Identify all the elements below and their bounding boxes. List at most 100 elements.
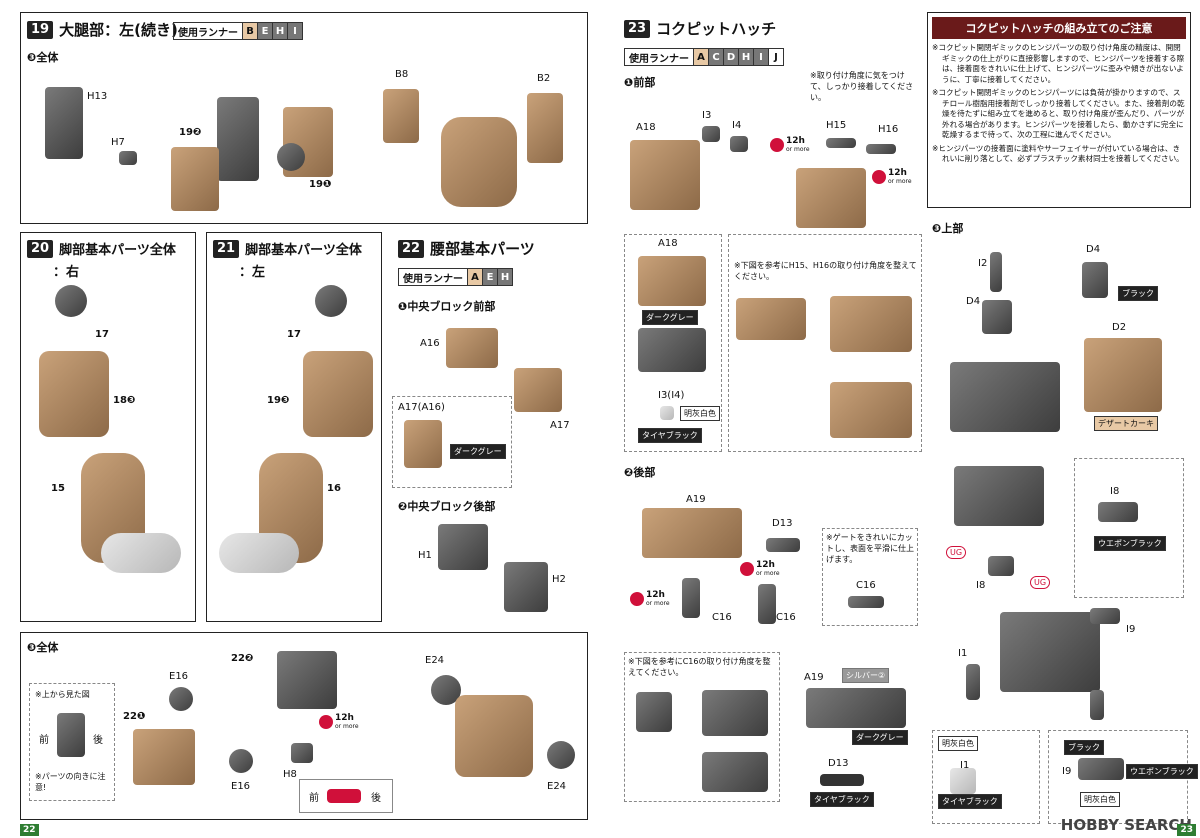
runner-box: 使用ランナー A C D H I J xyxy=(624,48,784,66)
label-back2: 後 xyxy=(371,793,381,804)
label-17: 17 xyxy=(287,329,301,340)
sub-heading: ❸全体 xyxy=(27,51,59,64)
part-thigh-assembled xyxy=(441,117,517,207)
label-d2: D2 xyxy=(1112,322,1127,333)
clock-icon xyxy=(770,137,784,152)
label-15: 15 xyxy=(51,483,65,494)
label-17: 17 xyxy=(95,329,109,340)
label-i2: I2 xyxy=(978,258,988,269)
step-title: 腰部基本パーツ xyxy=(430,240,535,258)
sub-heading: ❸上部 xyxy=(932,222,964,235)
color-tag-silver: シルバー② xyxy=(842,668,890,683)
label-h7: H7 xyxy=(111,137,125,148)
runner-chip: A xyxy=(693,49,708,65)
caution-item: ヒンジパーツの接着面に塗料やサーフェイサーが付いている場合は、きれいに削り落とし… xyxy=(938,144,1186,165)
step-number: 23 xyxy=(624,19,651,38)
timer-text: 12h xyxy=(888,168,907,178)
part-top-view xyxy=(57,713,85,757)
label-i1: I1 xyxy=(958,648,968,659)
label-i9: I9 xyxy=(1126,624,1136,635)
step-number: 20 xyxy=(27,239,54,258)
runner-label: 使用ランナー xyxy=(178,27,238,39)
part-c16-right xyxy=(758,584,776,624)
part-top-assembly xyxy=(954,466,1044,526)
timer-sub: or more xyxy=(335,723,359,730)
part-22-1 xyxy=(133,729,195,785)
sub-heading: ❸全体 xyxy=(27,641,59,654)
step-title: 脚部基本パーツ全体 xyxy=(245,243,362,258)
color-tag-weapon-black: ウエポンブラック xyxy=(1126,764,1198,779)
step-title: 大腿部：左(続き) xyxy=(59,21,178,39)
part-h13 xyxy=(45,87,83,159)
label-a17-a16: A17(A16) xyxy=(398,402,445,413)
label-e16: E16 xyxy=(169,671,189,682)
part-c16-ref-side xyxy=(636,692,672,732)
part-d2-detail xyxy=(1084,338,1162,412)
runner-chip: E xyxy=(257,23,272,39)
step20-panel: 20 脚部基本パーツ全体 ：右 17 18❸ 15 xyxy=(20,232,196,622)
color-tag-desert-khaki: デザートカーキ xyxy=(1094,416,1158,431)
label-18-3: 18❸ xyxy=(113,395,136,406)
clock-icon xyxy=(319,714,333,729)
top-view-note: ※上から見た図 xyxy=(35,690,90,699)
part-e24b xyxy=(547,741,575,769)
caution-title: コクピットハッチの組み立てのご注意 xyxy=(932,17,1186,39)
label-e16: E16 xyxy=(231,781,251,792)
part-hip-ball xyxy=(315,285,347,317)
color-tag-tire-black: タイヤブラック xyxy=(638,428,702,443)
part-a17 xyxy=(514,368,562,412)
runner-chip: C xyxy=(708,49,723,65)
part-top-final xyxy=(1000,612,1100,692)
label-a16: A16 xyxy=(420,338,440,349)
part-h2 xyxy=(504,562,548,612)
part-22-2 xyxy=(277,651,337,709)
color-tag-lightgray: 明灰白色 xyxy=(680,406,720,421)
label-h8: H8 xyxy=(283,769,297,780)
part-a19-detail xyxy=(806,688,906,728)
part-i8-detail xyxy=(1098,502,1138,522)
label-e24: E24 xyxy=(547,781,567,792)
label-c16: C16 xyxy=(856,580,876,591)
part-c16-ref-front xyxy=(702,690,768,736)
part-d4-detail xyxy=(1082,262,1108,298)
part-i9 xyxy=(1090,608,1120,624)
label-a17: A17 xyxy=(550,420,570,431)
part-hatch-front xyxy=(796,168,866,228)
runner-chip: H xyxy=(272,23,287,39)
part-thigh xyxy=(39,351,109,437)
label-b8: B8 xyxy=(395,69,409,80)
i8-detail-box xyxy=(1074,458,1184,598)
label-d4: D4 xyxy=(1086,244,1101,255)
label-i1: I1 xyxy=(960,760,970,771)
ug-mark: UG xyxy=(946,546,967,559)
label-i3-i4: I3(I4) xyxy=(658,390,685,401)
label-e24: E24 xyxy=(425,655,445,666)
color-tag-tire-black: タイヤブラック xyxy=(938,794,1002,809)
part-h15 xyxy=(826,138,856,148)
step21-header: 21 脚部基本パーツ全体 xyxy=(213,239,362,258)
sub-heading: ❷中央ブロック後部 xyxy=(398,500,496,513)
label-c16: C16 xyxy=(776,612,796,623)
part-b2 xyxy=(527,93,563,163)
color-tag-weapon-black: ウエポンブラック xyxy=(1094,536,1166,551)
label-d13: D13 xyxy=(772,518,793,529)
part-foot xyxy=(101,533,181,573)
runner-box: 使用ランナー A E H xyxy=(398,268,513,286)
label-a18: A18 xyxy=(636,122,656,133)
runner-label: 使用ランナー xyxy=(629,53,689,65)
step-title: コクピットハッチ xyxy=(656,20,777,38)
runner-chip: B xyxy=(242,23,257,39)
part-a18-underside xyxy=(638,328,706,372)
label-i8: I8 xyxy=(1110,486,1120,497)
runner-chip: I xyxy=(287,23,302,39)
runner-chip: D xyxy=(723,49,738,65)
clock-icon xyxy=(740,561,754,576)
step23-header: 23 コクピットハッチ xyxy=(624,18,776,39)
c16-ref-box xyxy=(624,652,780,802)
part-thigh-core xyxy=(217,97,259,181)
label-ref-22-2: 22❷ xyxy=(231,653,254,664)
caution-list: コクピット開閉ギミックのヒンジパーツの取り付け角度の精度は、開閉ギミックの仕上が… xyxy=(932,43,1186,165)
step-title: 脚部基本パーツ全体 xyxy=(59,243,176,258)
